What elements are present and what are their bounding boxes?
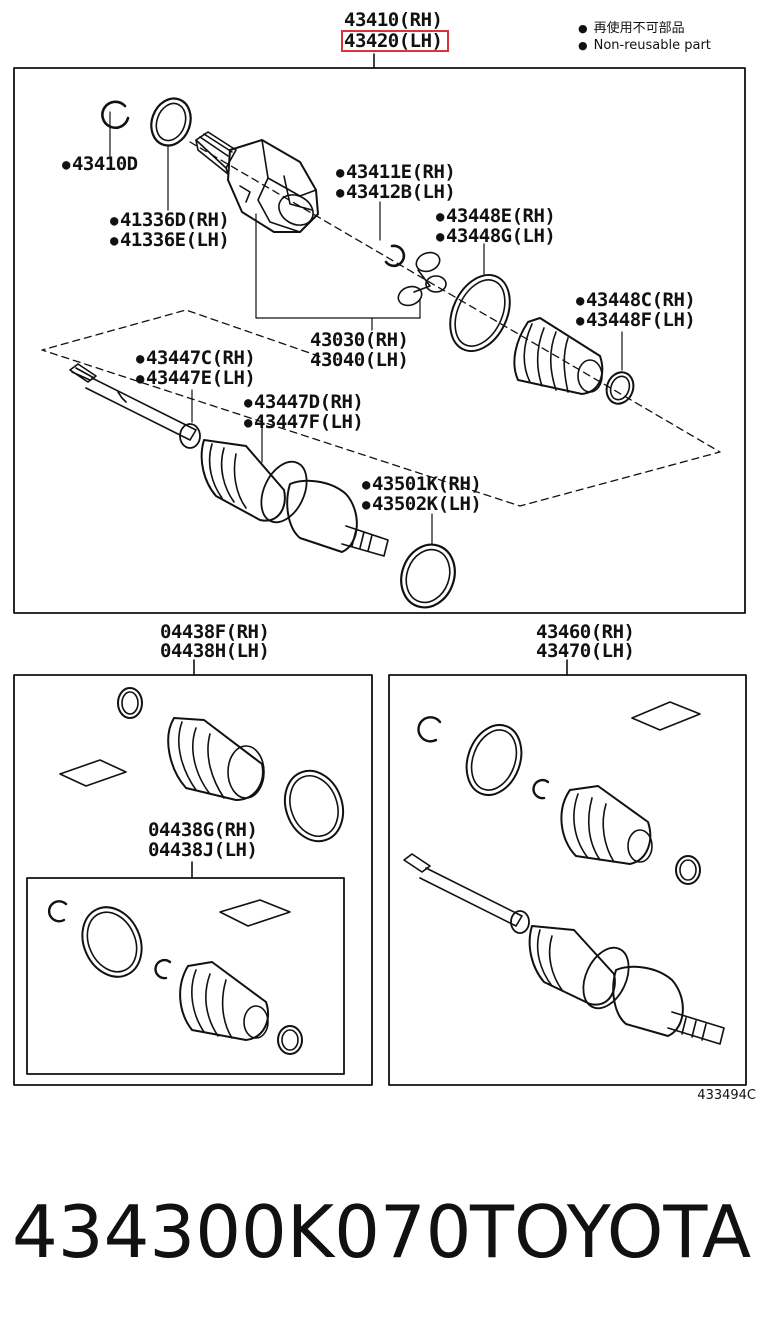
dust-ring (400, 543, 456, 609)
footer-brand: TOYOTA (470, 1190, 752, 1274)
bullet-icon: ● (578, 22, 588, 35)
part-clamp-rh[interactable]: 43447C(RH) (136, 348, 256, 370)
c-ring-part (101, 100, 130, 130)
tripod-joint (397, 251, 447, 319)
diagram-id: 433494C (697, 1088, 756, 1103)
part-clamp2-lh[interactable]: 43447F(LH) (244, 412, 364, 434)
legend-en: Non-reusable part (593, 38, 711, 53)
kit-outer-lh[interactable]: 04438H(LH) (160, 640, 270, 662)
legend: ● 再使用不可部品 ● Non-reusable part (578, 20, 711, 54)
kit-outer-grease (59, 759, 127, 787)
kit-outer-boot (167, 717, 265, 801)
part-band-big-rh[interactable]: 43448E(RH) (436, 206, 556, 228)
kit-inner-boot (179, 961, 269, 1041)
part-43410d[interactable]: 43410D (62, 154, 138, 176)
kit-outer-rh[interactable]: 04438F(RH) (160, 621, 270, 643)
footer-part-number: 434300K070 (12, 1190, 472, 1274)
kit-shaft-lh[interactable]: 43470(LH) (536, 640, 635, 662)
snap-ring (384, 244, 406, 268)
part-band-big-lh[interactable]: 43448G(LH) (436, 226, 556, 248)
part-snap-rh[interactable]: 43411E(RH) (336, 162, 456, 184)
part-joint-rh[interactable]: 43030(RH) (310, 329, 409, 351)
kit-outer-frame (13, 674, 373, 1086)
part-clamp-lh[interactable]: 43447E(LH) (136, 368, 256, 390)
drive-shaft (69, 363, 201, 449)
kit-shaft-frame (388, 674, 747, 1086)
part-band-small-lh[interactable]: 43448F(LH) (576, 310, 696, 332)
big-band (449, 273, 511, 353)
legend-jp: 再使用不可部品 (593, 21, 685, 36)
kit-inner-lh[interactable]: 04438J(LH) (148, 839, 258, 861)
part-seal-rh[interactable]: 41336D(RH) (110, 210, 230, 232)
highlight-box (341, 30, 449, 52)
small-band (605, 371, 635, 405)
part-clamp2-rh[interactable]: 43447D(RH) (244, 392, 364, 414)
part-seal-lh[interactable]: 41336E(LH) (110, 230, 230, 252)
kit-shaft-driveshaft (403, 853, 725, 1045)
part-joint-lh[interactable]: 43040(LH) (310, 349, 409, 371)
part-dust-rh[interactable]: 43501K(RH) (362, 474, 482, 496)
assembly-rh-label: 43410(RH) (344, 9, 443, 31)
kit-shaft-rh[interactable]: 43460(RH) (536, 621, 635, 643)
assembly-lh-label[interactable]: 43420(LH) (344, 30, 443, 52)
seal-ring (150, 97, 192, 147)
kit-inner-rh[interactable]: 04438G(RH) (148, 819, 258, 841)
outboard-boot (200, 425, 389, 557)
inboard-boot (513, 317, 604, 395)
part-snap-lh[interactable]: 43412B(LH) (336, 182, 456, 204)
outboard-housing (195, 131, 319, 319)
kit-inner-frame (26, 877, 345, 1075)
kit-shaft-boot (560, 785, 653, 865)
part-dust-lh[interactable]: 43502K(LH) (362, 494, 482, 516)
bullet-icon: ● (578, 39, 588, 52)
main-frame (13, 67, 746, 614)
part-band-small-rh[interactable]: 43448C(RH) (576, 290, 696, 312)
